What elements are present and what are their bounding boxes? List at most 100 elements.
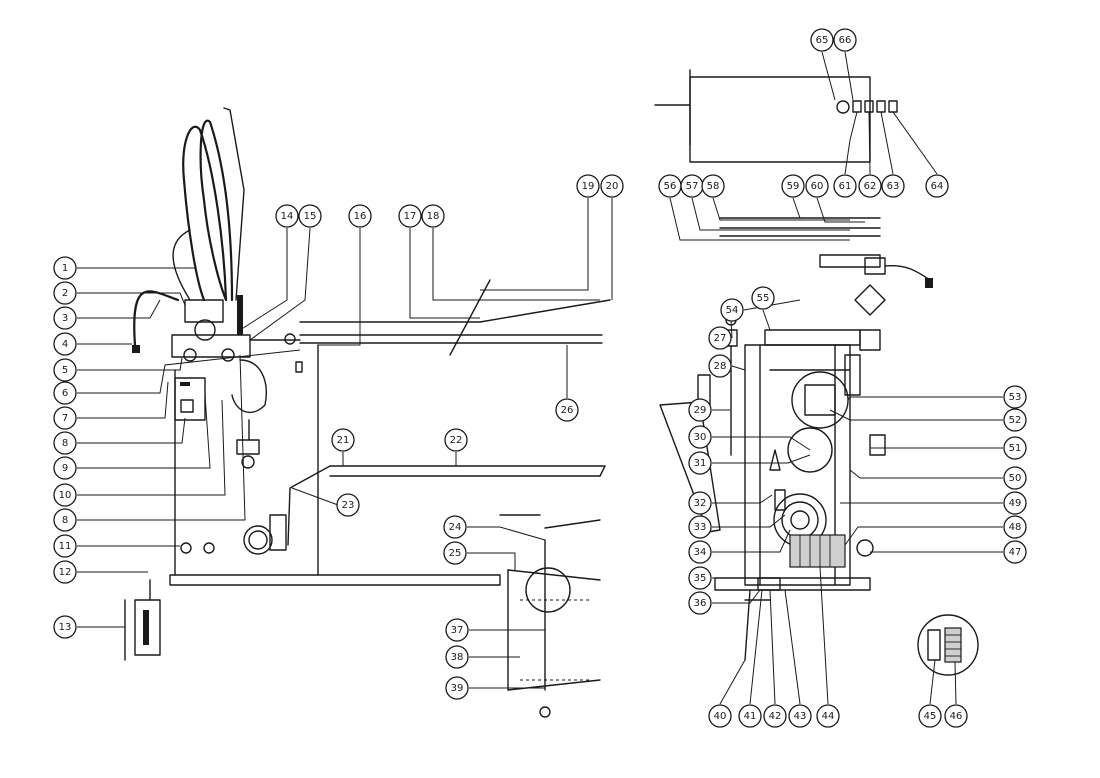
torch-cables xyxy=(132,107,245,353)
leader-line xyxy=(869,440,1003,449)
callout-51: 51 xyxy=(1003,436,1027,460)
callout-circle xyxy=(444,428,468,452)
callout-number: 41 xyxy=(744,711,757,722)
callout-34: 34 xyxy=(688,540,712,564)
leader-line xyxy=(691,197,850,231)
callout-number: 24 xyxy=(449,522,462,533)
callout-number: 60 xyxy=(811,181,824,192)
callout-number: 32 xyxy=(694,498,707,509)
callout-circle xyxy=(445,618,469,642)
callout-circle xyxy=(53,406,77,430)
callout-28: 28 xyxy=(708,354,732,378)
callout-circle xyxy=(53,483,77,507)
callout-circle xyxy=(751,286,775,310)
callout-23: 23 xyxy=(336,493,360,517)
callout-number: 55 xyxy=(757,293,770,304)
callout-circle xyxy=(708,326,732,350)
leader-line xyxy=(847,396,1003,401)
leader-line xyxy=(844,51,854,101)
callout-42: 42 xyxy=(763,704,787,728)
callout-41: 41 xyxy=(738,704,762,728)
callout-number: 42 xyxy=(769,711,782,722)
leader-line xyxy=(77,299,161,319)
callout-number: 30 xyxy=(694,432,707,443)
leader-line xyxy=(239,228,288,331)
callout-circle xyxy=(833,174,857,198)
callout-circle xyxy=(688,566,712,590)
leader-line xyxy=(816,197,865,223)
foot-switch xyxy=(744,577,781,661)
callout-59: 59 xyxy=(781,174,805,198)
callout-number: 36 xyxy=(694,598,707,609)
callout-35: 35 xyxy=(688,566,712,590)
leader-line xyxy=(730,319,733,339)
remote-pendant xyxy=(124,579,161,661)
leader-line xyxy=(712,514,786,528)
leader-line xyxy=(880,111,894,175)
main-cabinet xyxy=(714,329,871,591)
leader-line xyxy=(480,198,589,291)
callout-number: 45 xyxy=(924,711,937,722)
callout-number: 33 xyxy=(694,522,707,533)
callout-26: 26 xyxy=(555,398,579,422)
callout-number: 56 xyxy=(664,181,677,192)
callout-65: 65 xyxy=(810,28,834,52)
callout-64: 64 xyxy=(925,174,949,198)
callout-circle xyxy=(53,508,77,532)
leader-line xyxy=(712,197,850,221)
callout-30: 30 xyxy=(688,425,712,449)
callout-circle xyxy=(781,174,805,198)
leader-line xyxy=(77,357,183,371)
cabinet-frame xyxy=(654,69,898,163)
callout-circle xyxy=(688,451,712,475)
callout-21: 21 xyxy=(331,428,355,452)
callout-number: 3 xyxy=(62,313,68,324)
callout-circle xyxy=(53,534,77,558)
callout-number: 49 xyxy=(1009,498,1022,509)
callout-number: 51 xyxy=(1009,443,1022,454)
callout-number: 1 xyxy=(62,263,68,274)
callout-22: 22 xyxy=(444,428,468,452)
leader-line xyxy=(829,409,1003,421)
callout-19: 19 xyxy=(576,174,600,198)
callout-number: 2 xyxy=(62,288,68,299)
callout-number: 6 xyxy=(62,388,68,399)
callout-58: 58 xyxy=(701,174,725,198)
callout-number: 14 xyxy=(281,211,294,222)
callout-number: 23 xyxy=(342,500,355,511)
callout-31: 31 xyxy=(688,451,712,475)
callout-number: 10 xyxy=(59,490,72,501)
callout-13: 13 xyxy=(53,615,77,639)
callout-circle xyxy=(1003,436,1027,460)
callout-number: 19 xyxy=(582,181,595,192)
callout-number: 53 xyxy=(1009,392,1022,403)
leader-line xyxy=(669,197,850,241)
callout-16: 16 xyxy=(348,204,372,228)
leader-line xyxy=(819,566,829,705)
callout-circle xyxy=(555,398,579,422)
callout-circle xyxy=(443,515,467,539)
callout-52: 52 xyxy=(1003,408,1027,432)
leader-line xyxy=(712,494,773,504)
callout-circle xyxy=(925,174,949,198)
callout-number: 9 xyxy=(62,463,68,474)
callout-circle xyxy=(688,398,712,422)
callout-circle xyxy=(810,28,834,52)
callout-number: 16 xyxy=(354,211,367,222)
leader-line xyxy=(712,454,811,464)
callout-5: 5 xyxy=(53,358,77,382)
callout-number: 12 xyxy=(59,567,72,578)
callout-40: 40 xyxy=(708,704,732,728)
leader-line xyxy=(77,399,226,496)
callout-number: 62 xyxy=(864,181,877,192)
callout-circle xyxy=(53,381,77,405)
callout-circle xyxy=(858,174,882,198)
callout-circle xyxy=(53,332,77,356)
callout-circle xyxy=(53,560,77,584)
leader-line xyxy=(731,365,746,371)
callout-45: 45 xyxy=(918,704,942,728)
leader-line xyxy=(954,661,957,705)
callout-number: 4 xyxy=(62,339,68,350)
callout-number: 8 xyxy=(62,438,68,449)
callout-39: 39 xyxy=(445,676,469,700)
